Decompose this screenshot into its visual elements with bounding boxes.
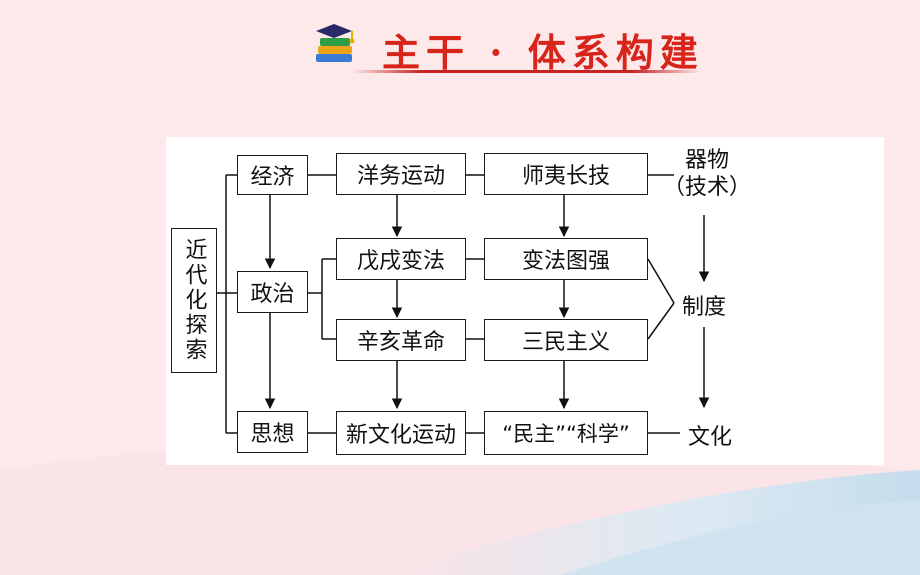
root-node: 近代化探索 (171, 228, 217, 373)
event-westernization: 洋务运动 (336, 153, 466, 195)
idea-three-principles: 三民主义 (484, 319, 648, 361)
slide-header: 主干 · 体系构建 (312, 18, 712, 78)
idea-learn-tech-label: 师夷长技 (521, 164, 610, 189)
idea-democracy-science: “民主”“科学” (484, 411, 648, 455)
slide-title: 主干 · 体系构建 (382, 30, 704, 75)
level-objects-line1: 器物 (684, 148, 729, 173)
level-institution: 制度 (681, 295, 726, 320)
category-thought-label: 思想 (250, 422, 295, 447)
event-new-culture: 新文化运动 (336, 411, 466, 455)
category-economy-label: 经济 (250, 165, 295, 190)
category-economy: 经济 (237, 155, 308, 195)
event-revolution-1911: 辛亥革命 (336, 319, 466, 361)
idea-reform-strength: 变法图强 (484, 238, 648, 280)
level-objects: 器物 （技术） (662, 147, 752, 201)
root-label: 近代化探索 (181, 238, 207, 363)
title-underline (352, 70, 702, 73)
category-thought: 思想 (237, 411, 308, 453)
books-icon (316, 24, 355, 62)
category-politics: 政治 (237, 271, 308, 313)
event-reform-1898-label: 戊戌变法 (356, 249, 445, 274)
level-culture: 文化 (687, 425, 732, 450)
category-politics-label: 政治 (250, 282, 295, 307)
event-westernization-label: 洋务运动 (356, 164, 445, 189)
idea-three-principles-label: 三民主义 (521, 330, 610, 355)
diagram-panel: 近代化探索 经济 政治 思想 洋务运动 戊戌变法 辛亥革命 新文化运动 师夷长技… (166, 137, 884, 465)
level-objects-line2: （技术） (662, 175, 751, 200)
connector-lines (217, 174, 710, 434)
idea-democracy-science-label: “民主”“科学” (502, 422, 630, 446)
event-reform-1898: 戊戌变法 (336, 238, 466, 280)
idea-learn-tech: 师夷长技 (484, 153, 648, 195)
event-revolution-1911-label: 辛亥革命 (356, 330, 445, 355)
idea-reform-strength-label: 变法图强 (521, 249, 610, 274)
event-new-culture-label: 新文化运动 (345, 423, 456, 448)
